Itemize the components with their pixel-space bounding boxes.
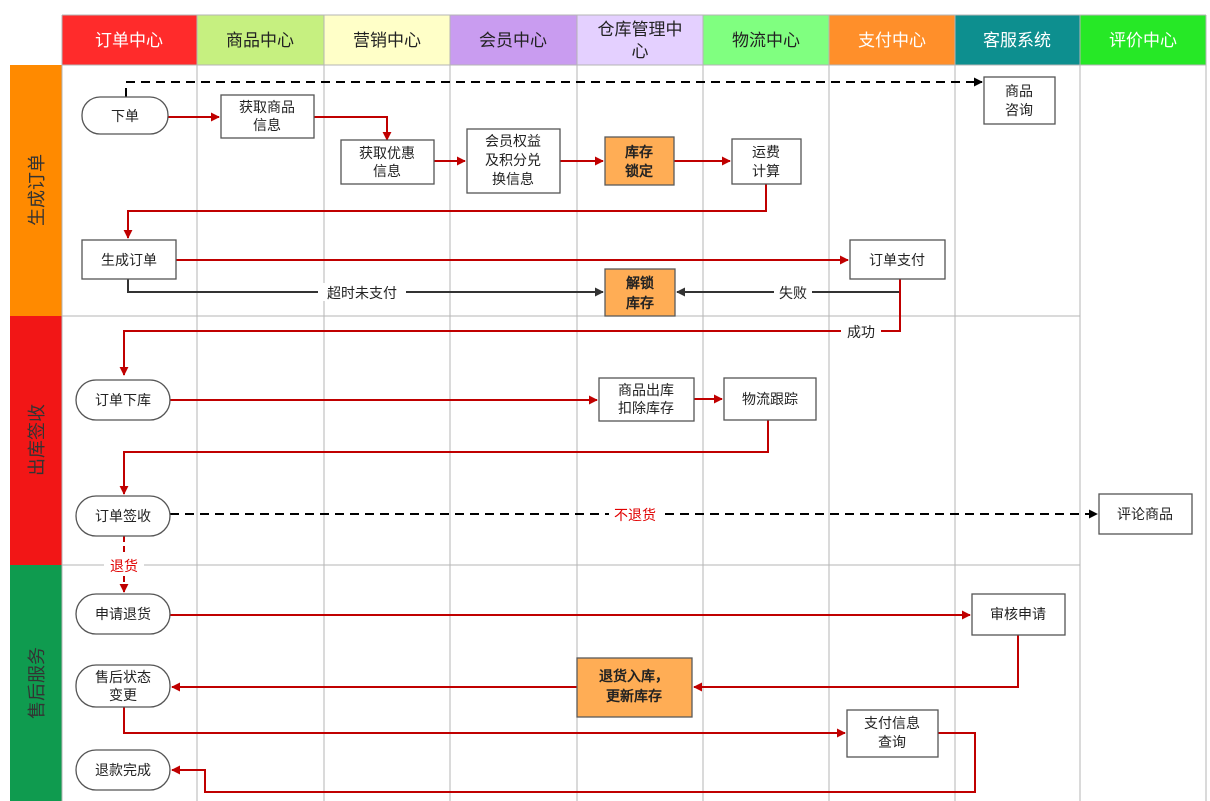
node-label-line3: 换信息 xyxy=(492,171,534,188)
column-header-label: 客服系统 xyxy=(983,31,1051,51)
node-apply-return xyxy=(75,593,171,635)
edge-shipping-to-generate xyxy=(123,184,767,239)
node-member-points-info xyxy=(466,128,561,194)
node-label: 物流跟踪 xyxy=(742,392,798,408)
node-product-consult xyxy=(983,76,1056,125)
edge-place-order-to-consult xyxy=(125,77,983,97)
lane-after-sales xyxy=(10,565,62,801)
node-order-outbound xyxy=(75,379,171,421)
column-header-label: 物流中心 xyxy=(732,31,800,51)
node-label-line2: 及积分兑 xyxy=(485,153,541,169)
node-label: 下单 xyxy=(111,109,139,125)
node-label: 审核申请 xyxy=(990,607,1046,623)
node-label-line2: 信息 xyxy=(253,117,281,134)
column-header-marketing-center xyxy=(324,15,450,65)
node-inventory-lock xyxy=(604,136,675,186)
edge-success-outbound xyxy=(119,279,901,376)
edge-label-fail: 失败 xyxy=(779,286,807,302)
edge-labels: 超时未支付 失败 成功 不退货 退货 xyxy=(104,283,881,575)
edge-status-to-payment-query xyxy=(123,707,846,738)
column-header-label-line2: 心 xyxy=(632,42,649,62)
node-label: 申请退货 xyxy=(95,606,151,623)
node-label-line1: 获取商品 xyxy=(239,100,295,116)
node-shipping-calc xyxy=(731,138,802,185)
node-payment-info-query xyxy=(846,709,939,758)
node-return-restock xyxy=(576,657,693,718)
node-label-line2: 查询 xyxy=(878,735,906,751)
node-aftersale-status-change xyxy=(75,664,171,708)
column-header-payment-center xyxy=(829,15,955,65)
column-header-label: 支付中心 xyxy=(858,31,926,51)
node-label: 订单签收 xyxy=(95,508,151,525)
node-label-line2: 更新库存 xyxy=(606,688,662,705)
column-header-label: 商品中心 xyxy=(226,31,294,51)
edge-label-no-return: 不退货 xyxy=(614,507,656,524)
node-generate-order xyxy=(81,239,177,280)
node-label: 评论商品 xyxy=(1117,507,1173,523)
node-label: 订单下库 xyxy=(95,393,151,409)
column-header-warehouse-center xyxy=(577,15,703,65)
node-label-line2: 锁定 xyxy=(625,163,653,180)
edge-label-return: 退货 xyxy=(110,558,138,575)
node-order-sign xyxy=(75,495,171,537)
column-header-label: 营销中心 xyxy=(353,31,421,51)
node-label-line1: 解锁 xyxy=(626,275,654,292)
node-label-line1: 获取优惠 xyxy=(359,146,415,162)
node-place-order xyxy=(81,96,169,135)
column-header-logistics-center xyxy=(703,15,829,65)
node-label-line2: 计算 xyxy=(752,164,780,180)
node-label-line1: 库存 xyxy=(625,144,653,161)
node-label-line1: 会员权益 xyxy=(485,134,541,150)
node-get-product-info xyxy=(220,94,315,139)
edge-label-success: 成功 xyxy=(847,325,875,341)
connectors xyxy=(119,77,1098,793)
edge-payment-query-to-refund xyxy=(171,732,976,793)
node-order-payment xyxy=(849,239,946,280)
column-header-review-center xyxy=(1080,15,1206,65)
node-label-line2: 扣除库存 xyxy=(618,401,674,417)
node-logistics-tracking xyxy=(723,377,817,421)
lane-label: 生成订单 xyxy=(27,154,48,226)
lane-label: 售后服务 xyxy=(27,647,48,719)
node-label-line1: 支付信息 xyxy=(864,715,920,732)
edge-timeout-unlock xyxy=(127,279,604,297)
column-headers: 订单中心 商品中心 营销中心 会员中心 仓库管理中 心 物流中心 支付中心 客服… xyxy=(62,15,1206,65)
node-goods-out-deduct xyxy=(598,377,695,422)
node-label-line2: 信息 xyxy=(373,163,401,180)
column-header-label: 订单中心 xyxy=(95,31,163,51)
lane-outbound-sign xyxy=(10,316,62,565)
edge-logistics-to-sign xyxy=(119,420,769,495)
node-label-line1: 商品 xyxy=(1005,84,1033,100)
nodes: 下单 获取商品 信息 获取优惠 信息 会员权益 及积分兑 换信息 库存 锁定 运… xyxy=(75,76,1193,791)
node-label-line1: 退货入库， xyxy=(599,668,669,685)
node-label: 退款完成 xyxy=(95,763,151,779)
node-label-line1: 售后状态 xyxy=(95,670,151,686)
column-header-label: 评价中心 xyxy=(1109,31,1177,51)
node-label-line2: 咨询 xyxy=(1005,103,1033,119)
edge-label-timeout: 超时未支付 xyxy=(327,286,397,302)
node-refund-complete xyxy=(75,749,171,791)
edge-product-to-discount xyxy=(314,116,392,141)
node-label-line1: 运费 xyxy=(752,145,780,161)
node-label: 订单支付 xyxy=(869,253,925,269)
node-review-product xyxy=(1098,493,1193,535)
edge-review-to-restock xyxy=(693,635,1019,692)
column-header-customer-service xyxy=(955,15,1080,65)
column-header-order-center xyxy=(62,15,197,65)
column-header-product-center xyxy=(197,15,324,65)
node-label: 生成订单 xyxy=(101,253,157,269)
node-unlock-inventory xyxy=(604,268,676,317)
node-label-line2: 变更 xyxy=(109,688,137,704)
node-label-line2: 库存 xyxy=(626,295,654,312)
column-header-member-center xyxy=(450,15,577,65)
node-review-application xyxy=(971,593,1066,636)
column-header-label: 会员中心 xyxy=(479,31,547,51)
node-label-line1: 商品出库 xyxy=(618,383,674,399)
column-header-label-line1: 仓库管理中 xyxy=(598,20,683,40)
lane-labels: 生成订单 出库签收 售后服务 xyxy=(10,65,62,801)
lane-generate-order xyxy=(10,65,62,316)
node-get-discount-info xyxy=(340,139,435,185)
lane-label: 出库签收 xyxy=(27,404,48,476)
